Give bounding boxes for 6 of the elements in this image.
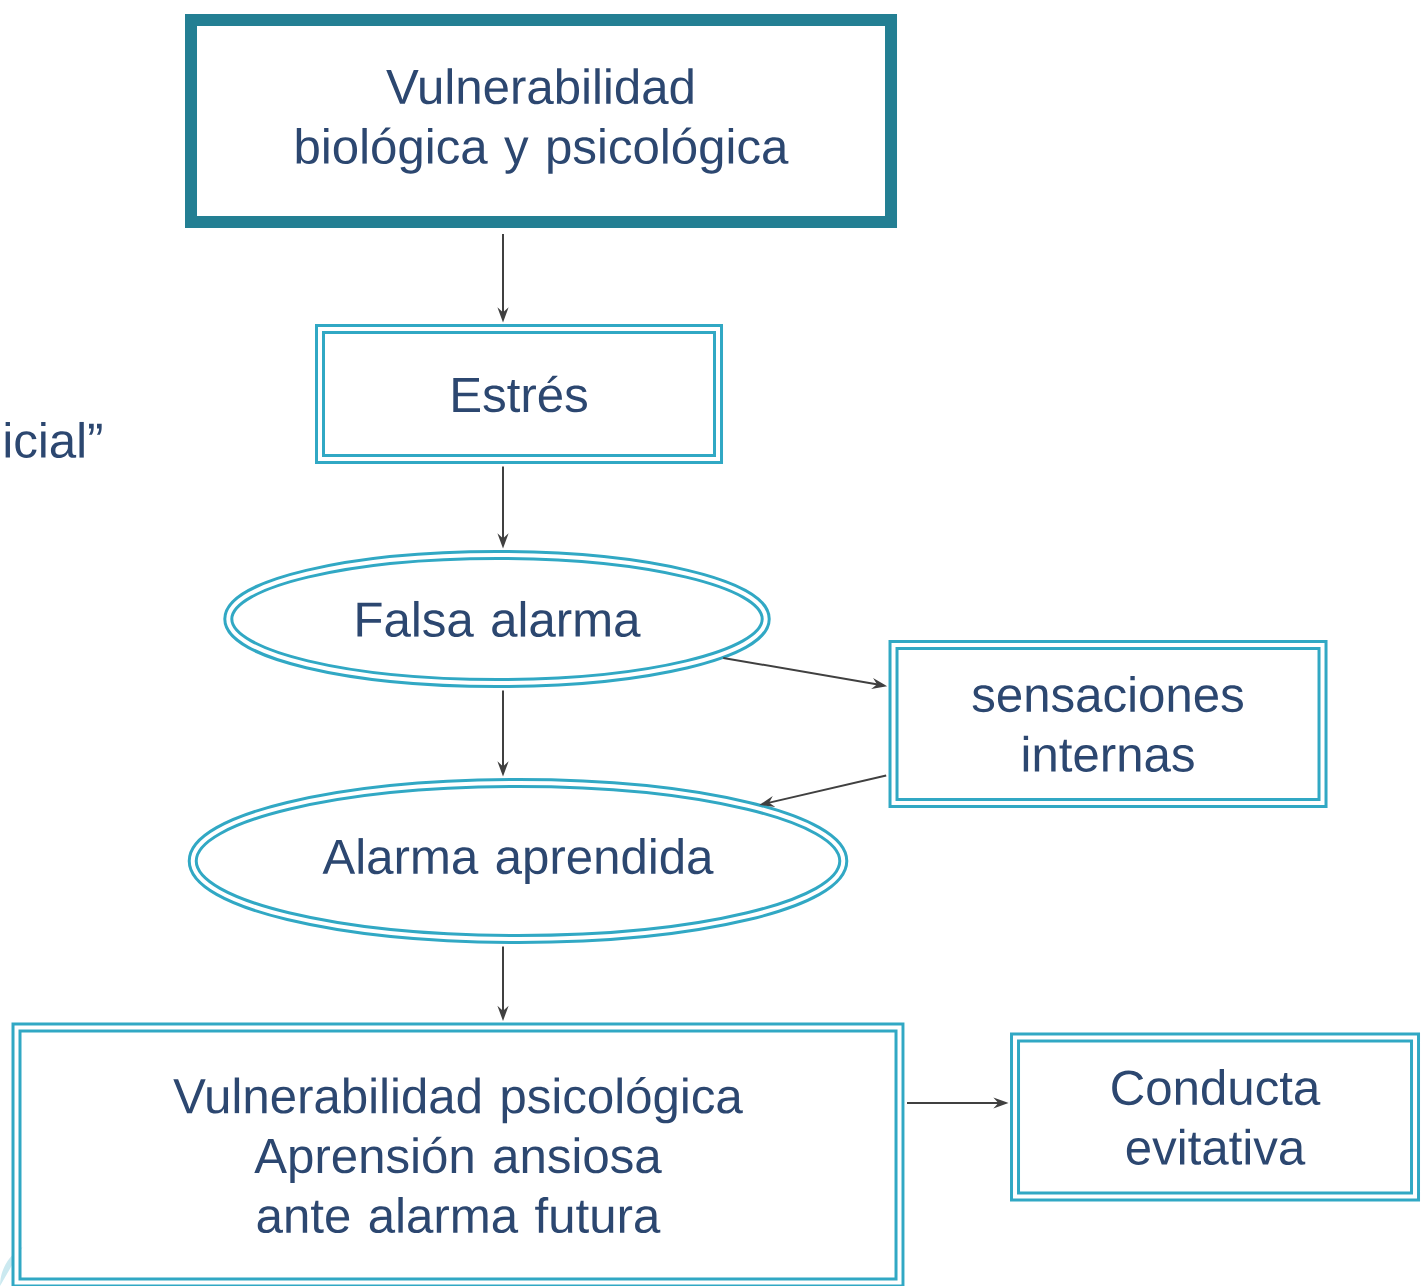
process-box: Vulnerabilidad biológica y psicológica bbox=[185, 14, 897, 228]
process-box: sensaciones internas bbox=[888, 640, 1328, 808]
label-text: icial” bbox=[5, 421, 102, 459]
process-box: Conducta evitativa bbox=[1010, 1032, 1420, 1202]
process-box: Estrés bbox=[315, 324, 723, 464]
process-box: Vulnerabilidad psicológica Aprensión ansiosa ante alarma futura bbox=[11, 1022, 905, 1286]
